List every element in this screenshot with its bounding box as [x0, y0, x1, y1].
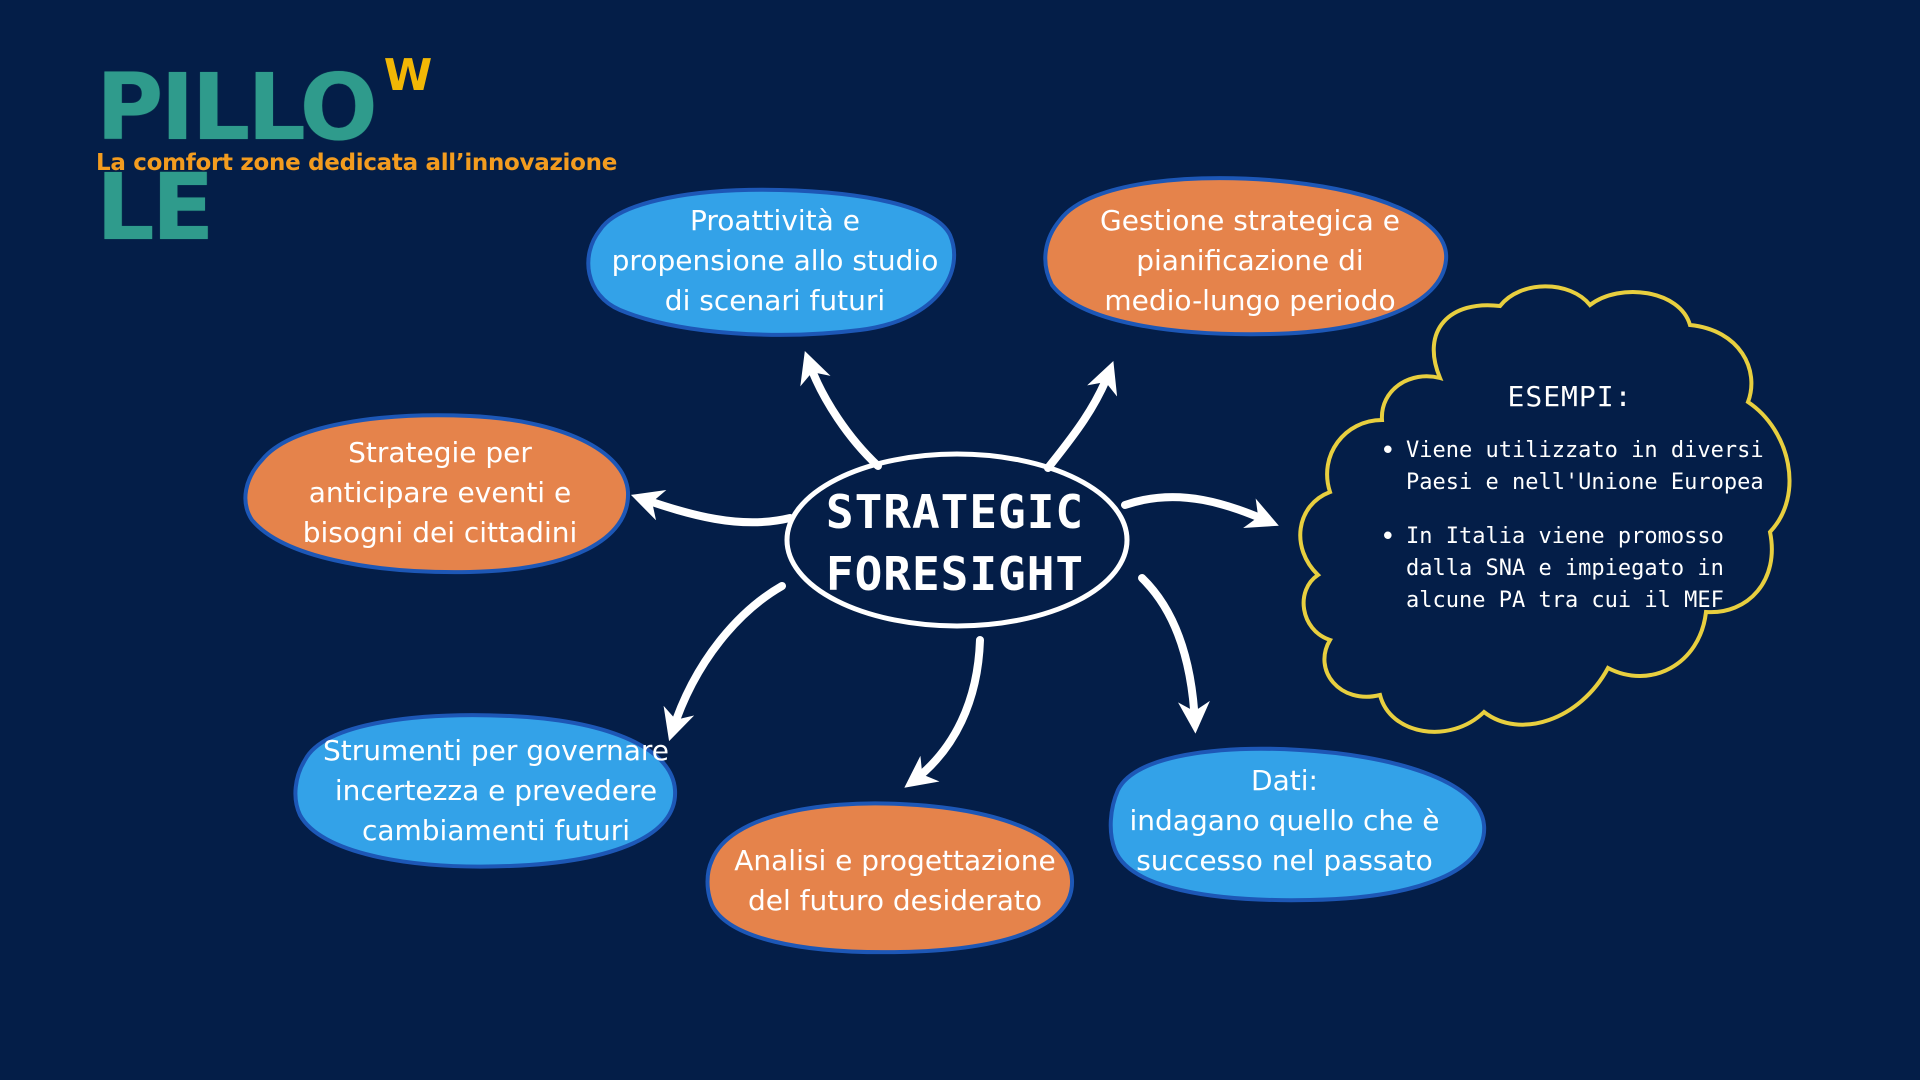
logo-accent-letter: W	[383, 50, 433, 101]
arrow-to-strumenti	[663, 582, 786, 742]
examples-cloud	[1298, 284, 1792, 734]
node-analisi-text: Analisi e progettazione del futuro desid…	[734, 844, 1056, 917]
arrow-to-analisi	[904, 636, 984, 788]
examples-item: In Italia viene promosso dalla SNA e imp…	[1380, 521, 1770, 617]
examples-title: ESEMPI:	[1507, 380, 1633, 413]
logo-tagline: La comfort zone dedicata all’innovazione	[96, 150, 618, 176]
node-proattivita	[586, 187, 956, 337]
node-proattivita-text: Proattività e propensione allo studio di…	[611, 204, 939, 317]
examples-list: Viene utilizzato in diversi Paesi e nell…	[1370, 435, 1770, 617]
arrow-to-examples	[1121, 493, 1279, 528]
node-strumenti	[293, 713, 678, 869]
arrow-to-proattivita	[800, 350, 882, 470]
logo: PILLOLE W La comfort zone dedicata all’i…	[96, 52, 617, 258]
logo-wordmark: PILLOLE	[96, 54, 378, 261]
arrow-to-gestione	[1044, 361, 1118, 472]
arrow-to-dati	[1138, 574, 1210, 734]
center-node	[784, 451, 1130, 629]
node-analisi	[705, 801, 1075, 955]
node-gestione-text: Gestione strategica e pianificazione di …	[1100, 204, 1400, 317]
node-strategie	[243, 413, 631, 575]
node-dati-text: Dati: indagano quello che è successo nel…	[1129, 764, 1440, 877]
examples-item: Viene utilizzato in diversi Paesi e nell…	[1380, 435, 1770, 499]
center-label: STRATEGIC FORESIGHT	[825, 485, 1085, 601]
node-strumenti-text: Strumenti per governare incertezza e pre…	[322, 734, 670, 847]
node-dati	[1108, 746, 1487, 903]
node-gestione	[1043, 176, 1449, 337]
node-strategie-text: Strategie per anticipare eventi e bisogn…	[302, 435, 578, 549]
examples-box: ESEMPI: Viene utilizzato in diversi Paes…	[1370, 380, 1770, 639]
arrow-to-strategie	[630, 490, 794, 527]
